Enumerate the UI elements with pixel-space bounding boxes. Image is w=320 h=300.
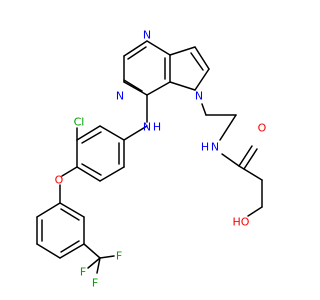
atom-n-pyrimidine-top: N [143, 29, 151, 42]
atom-n-pyrimidine-left: N [116, 90, 124, 103]
bond [61, 166, 78, 177]
atom-nh-amide: N [211, 141, 219, 154]
bond [60, 208, 80, 221]
bond [60, 240, 80, 253]
atom-n-pyrrole: N [195, 90, 203, 103]
bond [190, 52, 204, 71]
bond [99, 166, 125, 182]
bond [201, 103, 207, 116]
bond [99, 125, 125, 141]
bond [219, 114, 237, 141]
bond [194, 68, 210, 91]
bond [99, 255, 115, 259]
bond [127, 46, 147, 60]
bond [36, 202, 61, 218]
bond [123, 40, 148, 57]
atom-labels: N N N N H N H O HO Cl O F F F [55, 29, 267, 290]
bond [169, 46, 196, 56]
bond [123, 125, 148, 141]
atom-fluorine-3: F [80, 266, 86, 279]
atom-fluorine-2: F [92, 277, 98, 290]
bond [194, 46, 210, 70]
bond [76, 166, 101, 182]
bond [81, 131, 102, 144]
bond [36, 243, 61, 259]
bond [169, 81, 196, 91]
atom-o-hydroxyl: HO [233, 216, 250, 229]
bond [146, 40, 171, 56]
bond [221, 153, 240, 167]
bond [81, 163, 102, 176]
bonds [36, 40, 263, 274]
atom-h-amide: H [201, 141, 209, 154]
bond [146, 81, 171, 96]
bond [59, 243, 85, 259]
atom-o-carbonyl: O [258, 122, 267, 135]
atom-fluorine-1: F [116, 250, 122, 263]
bond [83, 243, 101, 259]
bond [243, 148, 258, 170]
bond [96, 257, 101, 274]
bond [238, 145, 253, 167]
bond [59, 202, 85, 218]
bond [87, 257, 101, 269]
atom-nh-amine: N [143, 121, 151, 134]
bond [238, 165, 263, 181]
bond [76, 125, 101, 141]
atom-h-amine: H [153, 121, 161, 134]
molecule-structure: N N N N H N H O HO Cl O F F F [36, 29, 267, 290]
atom-o-ether: O [55, 174, 64, 187]
bond [123, 81, 148, 96]
bond [247, 206, 263, 217]
bond [123, 79, 143, 92]
structure-canvas: N N N N H N H O HO Cl O F F F [36, 28, 267, 290]
atom-chlorine: Cl [74, 116, 85, 129]
